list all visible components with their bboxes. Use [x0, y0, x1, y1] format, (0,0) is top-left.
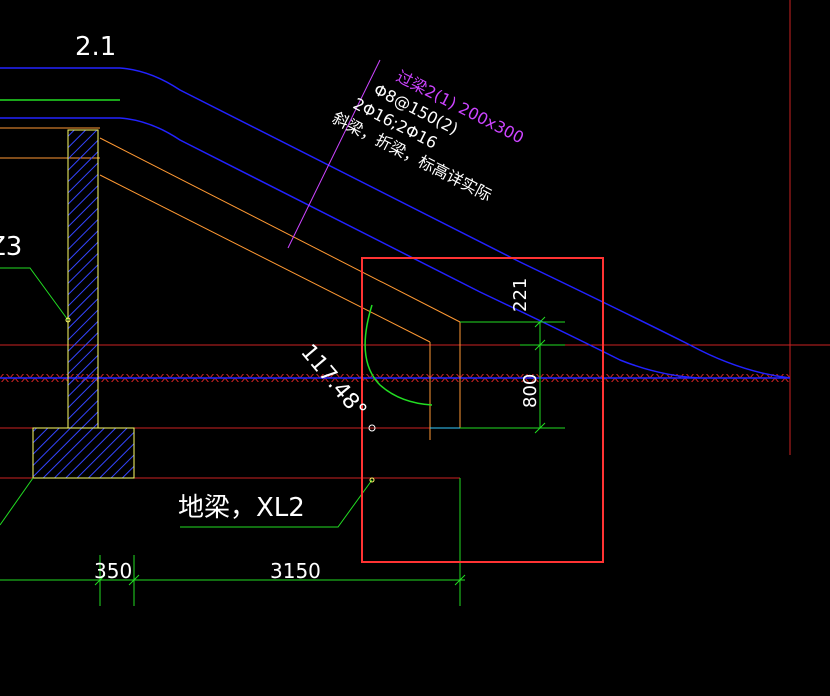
highlight-box[interactable]	[361, 257, 604, 563]
leader-column	[0, 267, 69, 321]
dim-tick-3	[534, 422, 546, 434]
blue-beam-bottom	[0, 117, 701, 379]
ground-beam-label: 地梁，XL2	[178, 493, 305, 523]
dim-label-3150: 3150	[270, 559, 321, 583]
leader-column-dot	[65, 317, 71, 323]
partial-column-label: Z3	[0, 232, 22, 262]
orange-line-bottom-slope	[99, 174, 431, 343]
angle-arc	[364, 304, 433, 406]
leader-ground-beam-dot	[369, 477, 375, 483]
footing-hatched	[32, 427, 135, 479]
dim-label-221: 221	[510, 278, 531, 312]
dim-bottom-tick-1	[94, 574, 106, 586]
leader-ground-beam	[180, 479, 373, 528]
beam-annotation: 过梁2(1) 200x300 Φ8@150(2) 2Φ16;2Φ16 斜梁，折梁…	[329, 67, 527, 205]
column-hatched	[67, 129, 99, 429]
slope-label: 2.1	[75, 32, 116, 62]
leader-beam-annotation	[287, 59, 381, 249]
dim-bottom-tick-3	[454, 574, 466, 586]
dim-label-350: 350	[94, 559, 132, 583]
dim-label-800: 800	[520, 374, 541, 408]
dim-tick-2	[534, 339, 546, 351]
dim-tick-1	[534, 316, 546, 328]
dim-bottom-tick-2	[128, 574, 140, 586]
orange-line-top-slope	[99, 137, 461, 323]
blue-beam-top	[0, 67, 791, 379]
angle-arc-dot	[368, 424, 376, 432]
leader-footing	[0, 477, 34, 526]
